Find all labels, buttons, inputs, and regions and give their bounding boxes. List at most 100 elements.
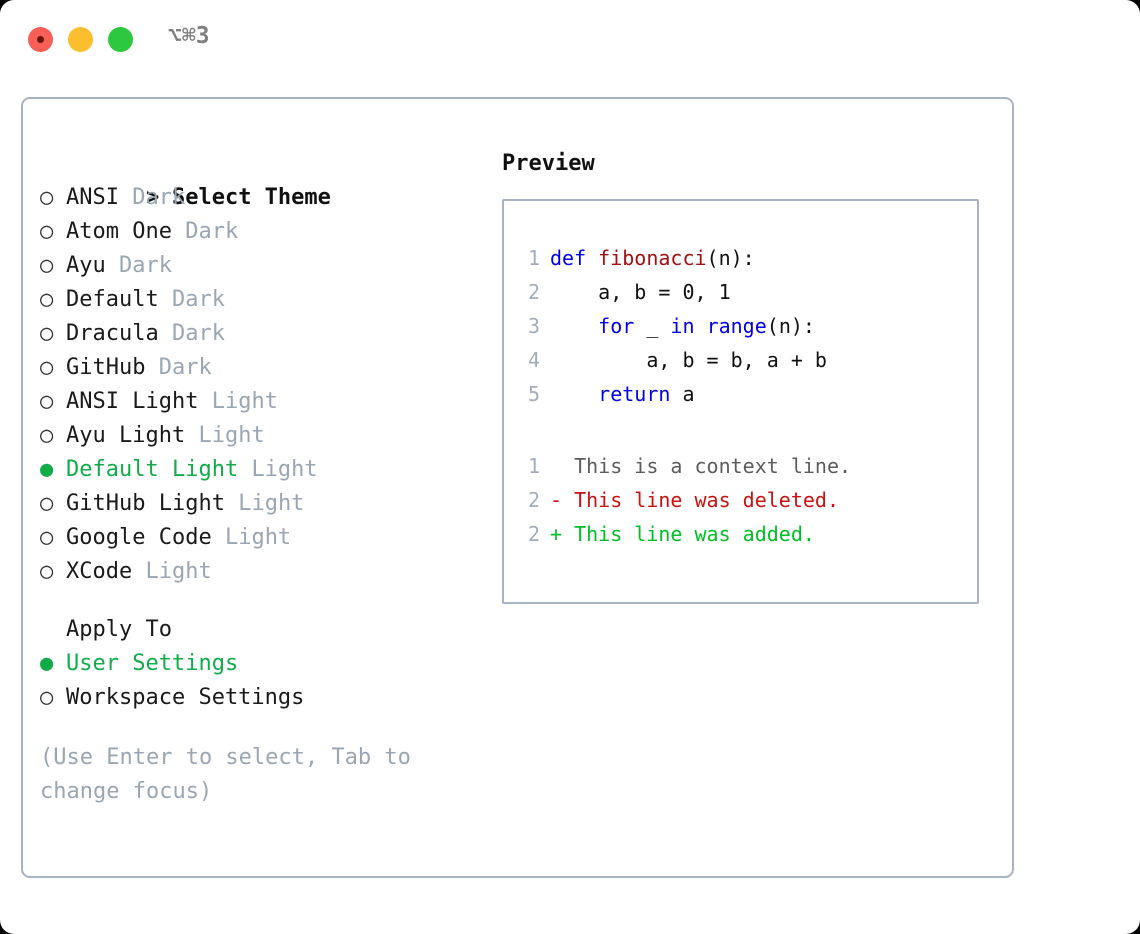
theme-list-item[interactable]: ○GitHub Light Light xyxy=(40,487,490,521)
radio-unselected-icon: ○ xyxy=(40,559,54,584)
minimize-button[interactable] xyxy=(68,27,93,52)
diff-line: 2+ This line was added. xyxy=(516,517,966,551)
code-token xyxy=(550,382,598,406)
theme-name: Ayu xyxy=(66,253,106,278)
theme-list-item[interactable]: ○Google Code Light xyxy=(40,521,490,555)
code-token: a, b = b, a + b xyxy=(550,348,827,372)
theme-list-item[interactable]: ●Default Light Light xyxy=(40,453,490,487)
theme-name: Google Code xyxy=(66,525,212,550)
code-line: 5 return a xyxy=(516,377,966,411)
theme-list-item[interactable]: ○ Ayu Dark xyxy=(40,249,490,283)
apply-to-label: Workspace Settings xyxy=(66,685,305,710)
code-token: return xyxy=(598,382,671,406)
diff-text: This line was deleted. xyxy=(562,488,839,512)
prompt-caret-icon: > xyxy=(145,185,160,210)
theme-category: Dark xyxy=(171,287,225,312)
theme-name: ANSI Light xyxy=(66,389,199,414)
code-token: fibonacci xyxy=(598,246,707,270)
theme-name-separator xyxy=(145,355,158,380)
diff-marker: + xyxy=(550,522,563,546)
radio-unselected-icon: ○ xyxy=(40,321,54,346)
diff-marker: - xyxy=(550,488,563,512)
radio-unselected-icon: ○ xyxy=(40,685,54,710)
code-line-number: 5 xyxy=(527,382,540,406)
code-token: range xyxy=(706,314,767,338)
apply-to-option[interactable]: ○ Workspace Settings xyxy=(40,681,490,715)
theme-category: Dark xyxy=(119,253,172,278)
window-titlebar: ⌥⌘3 xyxy=(0,0,1140,80)
code-line: 4 a, b = b, a + b xyxy=(516,343,966,377)
theme-category: Dark xyxy=(171,321,225,346)
theme-list-item[interactable]: ○ Default Dark xyxy=(40,283,490,317)
theme-list-item[interactable]: ○ANSI Dark xyxy=(40,181,490,215)
apply-to-option[interactable]: ●User Settings xyxy=(40,647,490,681)
diff-marker xyxy=(550,454,562,478)
radio-unselected-icon: ○ xyxy=(40,491,54,516)
radio-unselected-icon: ○ xyxy=(40,423,54,448)
diff-line: 2- This line was deleted. xyxy=(516,483,966,517)
apply-to-options[interactable]: ●User Settings ○ Workspace Settings xyxy=(40,647,490,715)
radio-unselected-icon: ○ xyxy=(40,219,54,244)
code-token: a xyxy=(670,382,695,406)
theme-list-item[interactable]: ○GitHub Dark xyxy=(40,351,490,385)
code-line-number: 3 xyxy=(527,314,540,338)
theme-name: Dracula xyxy=(66,321,159,346)
radio-unselected-icon: ○ xyxy=(40,253,54,278)
diff-sample: 1 This is a context line. 2- This line wa… xyxy=(516,449,966,551)
theme-category: Dark xyxy=(185,219,239,244)
radio-unselected-icon: ○ xyxy=(40,355,54,380)
theme-name-separator xyxy=(159,321,172,346)
diff-line-number: 2 xyxy=(527,488,540,512)
theme-name-separator xyxy=(238,457,251,482)
theme-name: ANSI xyxy=(66,185,119,210)
apply-to-title: Apply To xyxy=(66,617,172,642)
theme-name: XCode xyxy=(66,559,133,584)
code-line-number: 2 xyxy=(527,280,540,304)
diff-text: This is a context line. xyxy=(562,454,852,478)
theme-category: Light xyxy=(238,491,305,516)
theme-list-item[interactable]: ○ XCode Light xyxy=(40,555,490,589)
radio-unselected-icon: ○ xyxy=(40,287,54,312)
theme-category: Light xyxy=(211,389,278,414)
preview-title: Preview xyxy=(502,151,595,176)
theme-name: Default Light xyxy=(66,457,239,482)
code-token xyxy=(550,314,598,338)
theme-name: Default xyxy=(66,287,159,312)
code-token: _ xyxy=(634,314,671,338)
radio-unselected-icon: ○ xyxy=(40,525,54,550)
close-button[interactable] xyxy=(28,27,53,52)
apply-to-indent-spacer: ○ xyxy=(40,613,66,647)
theme-list-column: >Select Theme ○ANSI Dark○Atom One Dark○A… xyxy=(40,147,490,809)
theme-category: Light xyxy=(198,423,265,448)
help-text: (Use Enter to select, Tab to change focu… xyxy=(40,745,411,804)
theme-list-item[interactable]: ○ Ayu Light Light xyxy=(40,419,490,453)
theme-list-item[interactable]: ○ Dracula Dark xyxy=(40,317,490,351)
theme-name-separator xyxy=(198,389,211,414)
apply-to-section: ○Apply To ●User Settings○Workspace Setti… xyxy=(40,613,490,715)
theme-name: Atom One xyxy=(66,219,172,244)
code-line: 2 a, b = 0, 1 xyxy=(516,275,966,309)
maximize-button[interactable] xyxy=(108,27,133,52)
diff-line-number: 1 xyxy=(527,454,540,478)
code-line: 3 for _ in range(n): xyxy=(516,309,966,343)
code-token: in xyxy=(670,314,695,338)
theme-category: Light xyxy=(251,457,318,482)
select-theme-header: > Select Theme xyxy=(40,147,490,210)
theme-list[interactable]: ○ANSI Dark○Atom One Dark○Ayu Dark○Defaul… xyxy=(40,181,490,589)
theme-list-item[interactable]: ○ Atom One Dark xyxy=(40,215,490,249)
theme-category: Light xyxy=(145,559,212,584)
code-line-number: 1 xyxy=(527,246,540,270)
theme-name: Ayu Light xyxy=(66,423,186,448)
code-token: (n): xyxy=(706,246,755,270)
theme-picker-panel: >Select Theme ○ANSI Dark○Atom One Dark○A… xyxy=(21,97,1014,878)
code-token: for xyxy=(598,314,635,338)
theme-list-item[interactable]: ○ ANSI Light Light xyxy=(40,385,490,419)
radio-unselected-icon: ○ xyxy=(40,389,54,414)
select-theme-title: Select Theme xyxy=(171,185,331,210)
theme-name-separator xyxy=(119,185,132,210)
code-token: a, b = 0, 1 xyxy=(550,280,731,304)
theme-name-separator xyxy=(172,219,185,244)
